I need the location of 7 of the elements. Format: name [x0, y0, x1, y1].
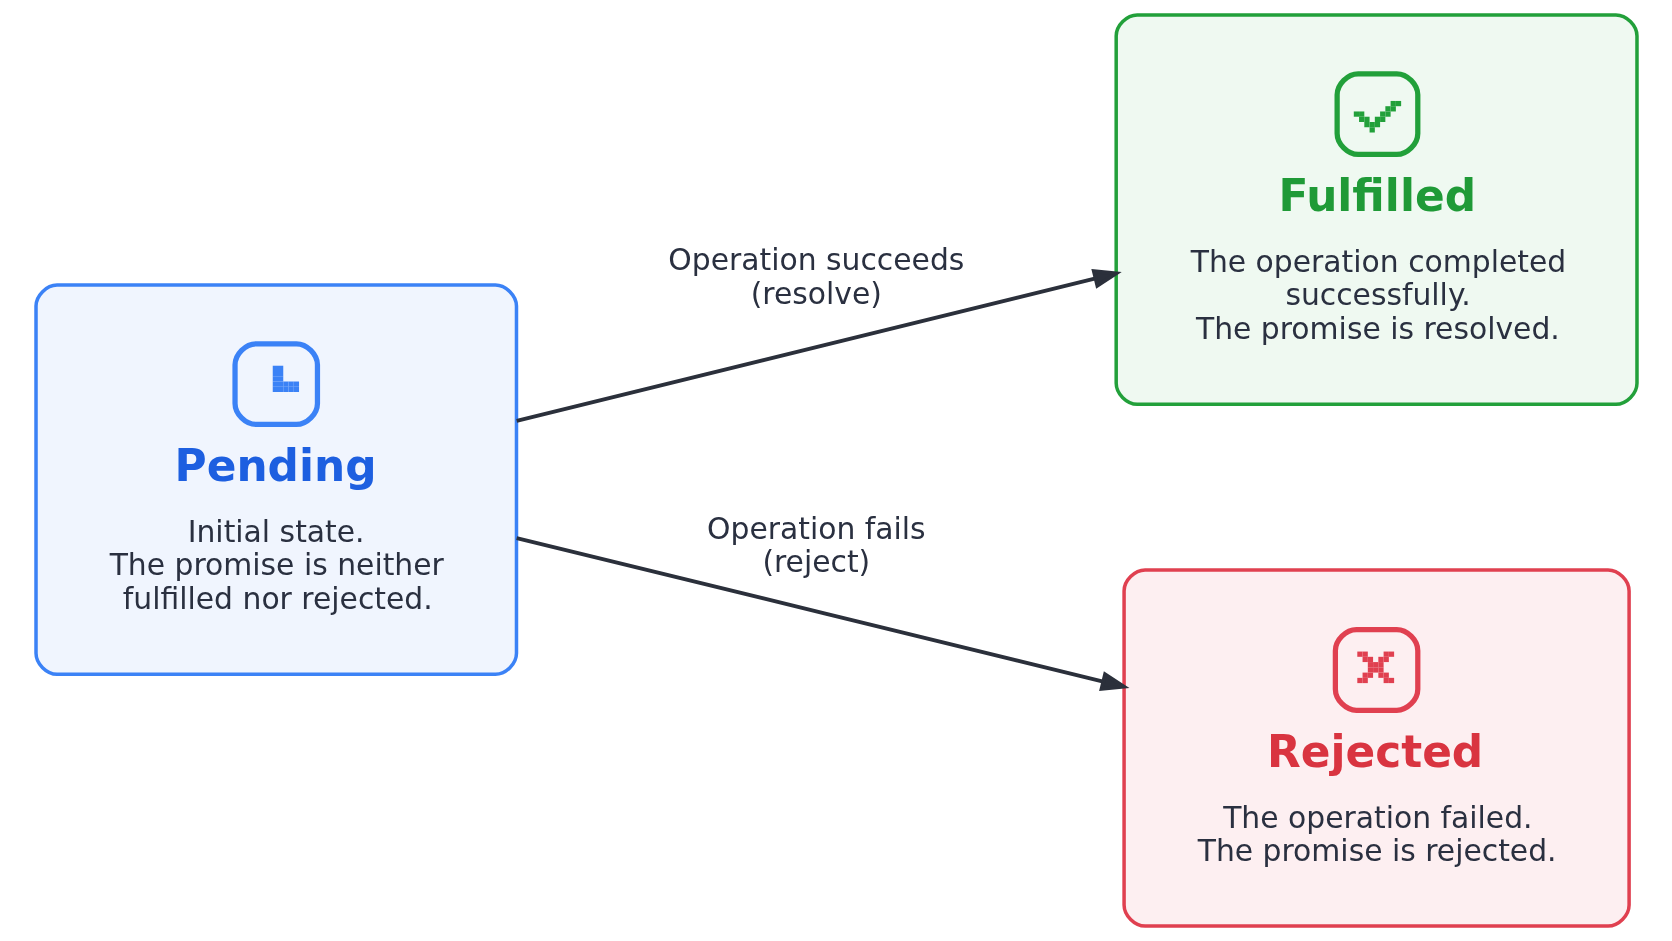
node-box: Rejected The operation failed. The promise is rejected.: [1121, 568, 1631, 928]
arrow: [515, 269, 1122, 423]
node-box: Pending Initial state. The promise is neither fulfilled nor rejected.: [33, 283, 518, 677]
node-box: Fulfilled The operation completed successfully. The promise is resolved.: [1113, 13, 1639, 407]
edge-label: Operation succeeds (resolve): [667, 242, 964, 311]
arrow: [515, 536, 1129, 691]
edge-label: Operation fails (reject): [706, 510, 926, 579]
